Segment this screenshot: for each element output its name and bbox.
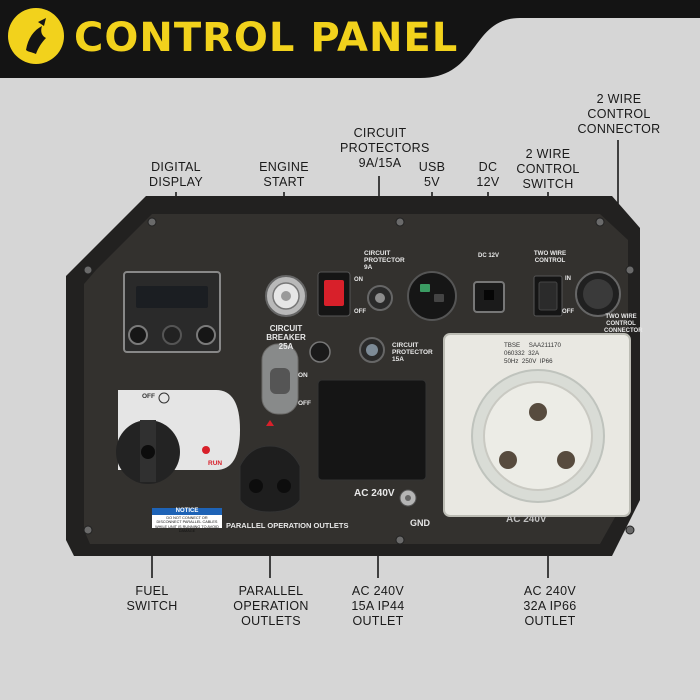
two-wire-switch-on-label: IN <box>565 276 571 282</box>
fuel-run-label: RUN <box>208 460 223 467</box>
ac-240v-big-label: AC 240V <box>506 514 547 525</box>
display-button-right[interactable] <box>196 325 216 345</box>
choke-on-label: ON <box>298 372 308 379</box>
gnd-label: GND <box>410 518 430 528</box>
header-band <box>0 0 700 78</box>
brand-logo-icon <box>8 8 64 64</box>
display-button-left[interactable] <box>128 325 148 345</box>
tbse-rating-label: TBSE SAA211170 060332 32A 50Hz 250V IP66 <box>504 342 561 365</box>
fuel-off-label: OFF <box>142 393 155 400</box>
breaker-off-label: OFF <box>354 309 366 315</box>
parallel-operation-outlets-label: PARALLEL OPERATION OUTLETS <box>226 521 349 530</box>
digital-display-screen <box>136 286 208 308</box>
dc-12v-label: DC 12V <box>478 253 500 259</box>
breaker-on-label: ON <box>354 277 363 283</box>
oil-indicator-icon <box>162 325 182 345</box>
notice-sticker: NOTICE DO NOT CONNECT OR DISCONNECT PARA… <box>152 508 222 533</box>
ac-240v-small-label: AC 240V <box>354 488 395 499</box>
choke-off-label: OFF <box>298 400 311 407</box>
two-wire-switch-off-label: OFF <box>562 309 574 315</box>
page-title: CONTROL PANEL <box>74 15 459 61</box>
